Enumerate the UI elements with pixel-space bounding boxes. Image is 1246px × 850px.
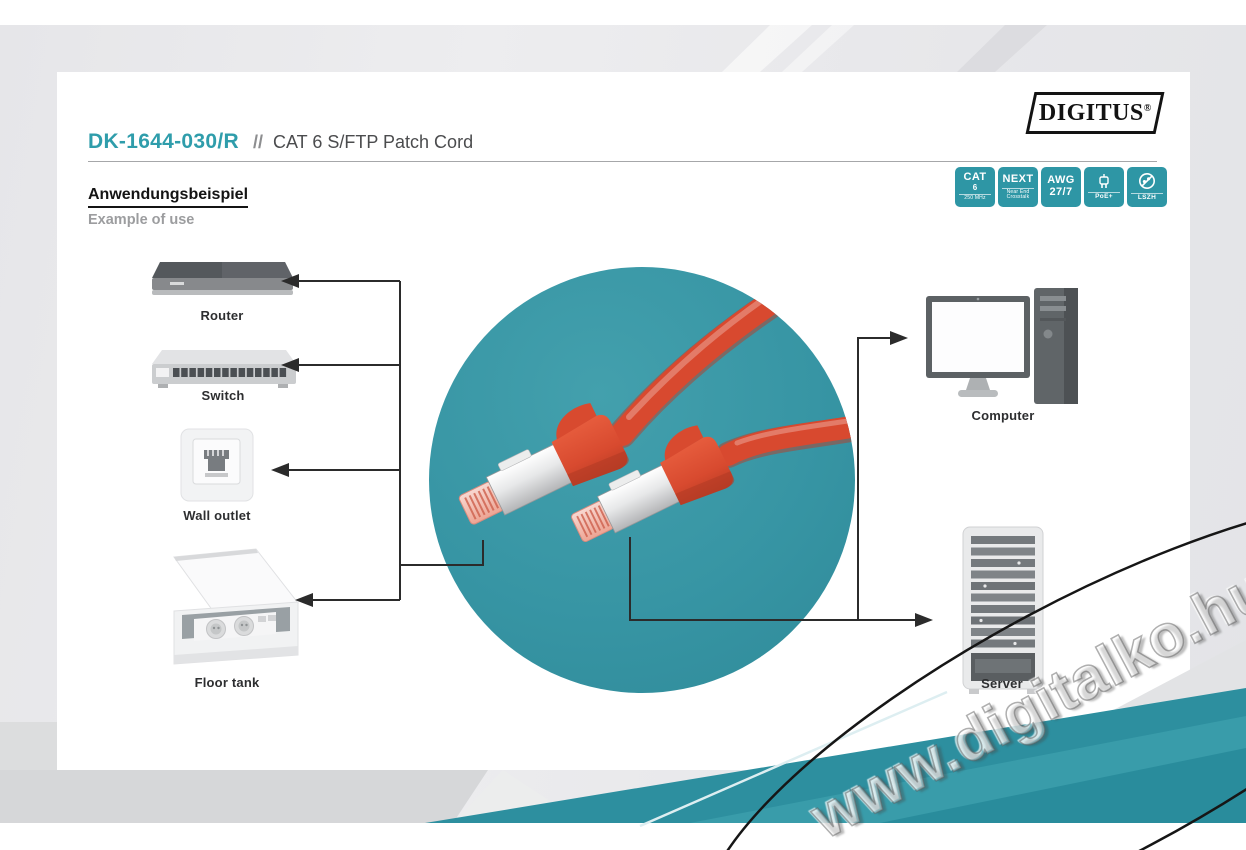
cat-badge-footer: 250 MHz <box>964 195 986 202</box>
lszh-badge-label: LSZH <box>1137 194 1157 202</box>
feature-badges: CAT 6 250 MHz NEXT Near End Crosstalk AW… <box>955 167 1167 207</box>
cat-badge-line2: 6 <box>972 182 978 192</box>
badge-divider <box>1002 187 1034 189</box>
no-halogen-icon <box>1139 173 1155 190</box>
server-label: Server <box>981 676 1023 691</box>
switch-label: Switch <box>201 388 245 403</box>
badge-divider <box>959 194 991 196</box>
header-rule <box>88 161 1157 162</box>
digitus-logo-text: DIGITUS® <box>1039 100 1152 127</box>
server-illustration <box>962 526 1044 694</box>
poe-badge-label: PoE+ <box>1095 193 1113 201</box>
switch-illustration <box>152 350 296 388</box>
header-separator: // <box>252 132 263 152</box>
product-code: DK-1644-030/R <box>88 130 239 153</box>
computer-label: Computer <box>971 408 1035 423</box>
router-illustration <box>152 262 293 295</box>
section-title-english: Example of use <box>88 212 195 228</box>
lszh-badge: LSZH <box>1127 167 1167 207</box>
badge-divider <box>1088 192 1120 194</box>
router-label: Router <box>200 308 244 323</box>
computer-illustration <box>926 288 1078 404</box>
cat-badge-line1: CAT <box>963 171 987 184</box>
poe-badge: PoE+ <box>1084 167 1124 207</box>
awg-badge-line2: 27/7 <box>1049 186 1073 198</box>
poe-plug-icon <box>1099 174 1109 189</box>
patch-cord-photo-circle <box>429 267 855 693</box>
wall-outlet-illustration <box>180 428 254 502</box>
product-header: DK-1644-030/R // CAT 6 S/FTP Patch Cord <box>88 130 473 154</box>
floor-tank-illustration <box>173 548 299 665</box>
next-badge-footer2: Crosstalk <box>1006 193 1030 200</box>
patch-cord-illustration <box>444 275 855 556</box>
badge-divider <box>1131 193 1163 195</box>
next-badge: NEXT Near End Crosstalk <box>998 167 1038 207</box>
floor-tank-label: Floor tank <box>194 675 260 690</box>
next-badge-footer1: Near End <box>1006 188 1030 195</box>
next-badge-line1: NEXT <box>1002 172 1034 185</box>
digitus-logo: DIGITUS® <box>1025 92 1165 134</box>
section-title-german: Anwendungsbeispiel <box>88 186 249 208</box>
awg-badge: AWG 27/7 <box>1041 167 1081 207</box>
wall-outlet-label: Wall outlet <box>183 508 251 523</box>
awg-badge-line1: AWG <box>1047 174 1075 187</box>
product-name: CAT 6 S/FTP Patch Cord <box>273 132 474 152</box>
brand-name: DIGITUS <box>1038 99 1144 126</box>
registered-mark: ® <box>1143 102 1152 114</box>
cat-6-badge: CAT 6 250 MHz <box>955 167 995 207</box>
